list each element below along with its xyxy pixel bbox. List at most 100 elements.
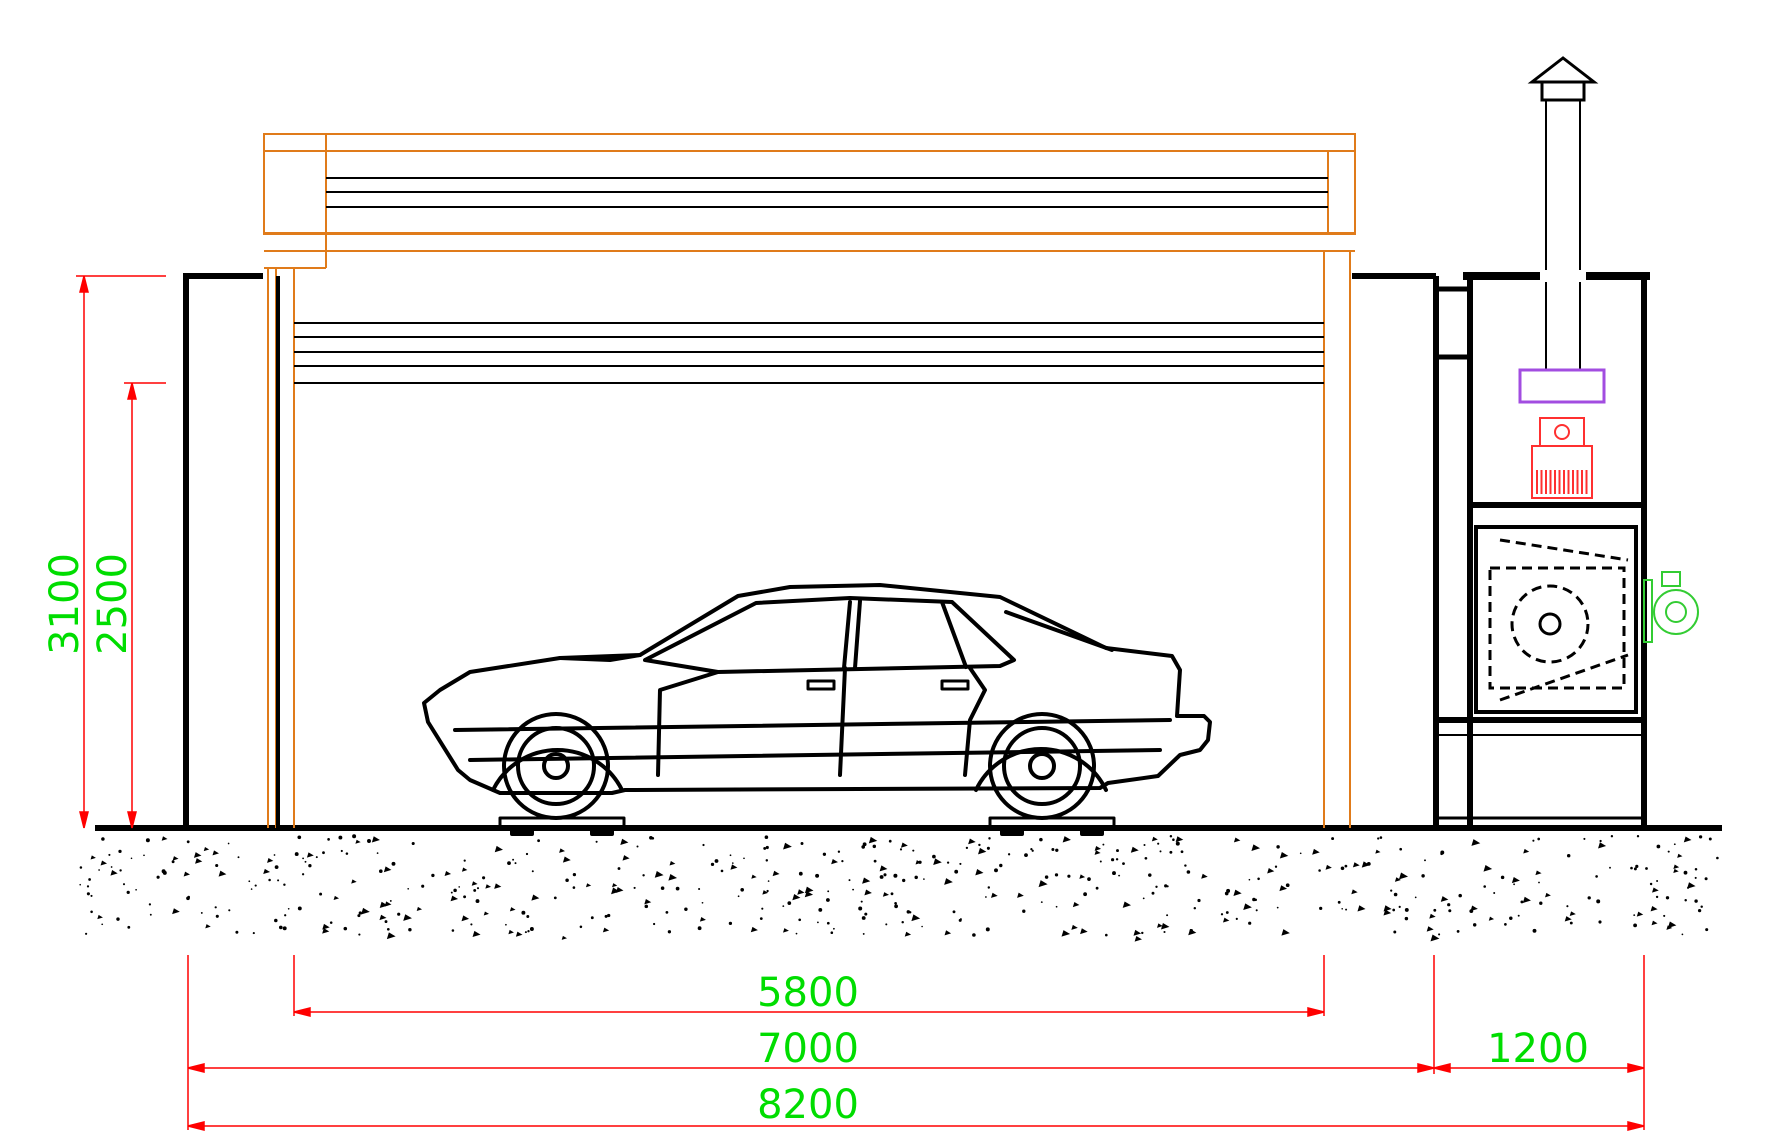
gravel-dot [894,904,898,909]
gravel-stone [644,899,652,905]
gravel-dot [553,896,557,900]
gravel-stone [1017,892,1024,898]
gravel-dot [1159,850,1162,853]
gravel-dot [702,843,705,847]
gravel-dot [268,878,271,882]
gravel-dot [1257,877,1260,881]
gravel-stone [611,887,620,895]
gravel-stone [1522,896,1531,904]
gravel-stone [762,890,769,895]
gravel-stone [804,886,814,894]
gravel-dot [1274,865,1278,868]
gravel-dot [912,849,915,852]
gravel-dot [764,835,769,839]
gravel-stone [561,935,567,940]
vertical-dimensions [76,275,166,829]
gravel-dot [763,846,767,850]
gravel-dot [376,852,379,854]
gravel-dot [411,841,415,846]
gravel-stone [730,864,738,870]
gravel-dot [1055,848,1059,852]
gravel-dot [999,863,1003,868]
gravel-dot [642,874,645,877]
gravel-stone [1151,836,1158,842]
gravel-dot [148,903,152,906]
dimension-height-total: 3100 [42,553,88,655]
gravel-stone [1222,917,1230,923]
gravel-dot [617,867,621,870]
gravel-dot [1398,905,1401,909]
gravel-dot [565,878,569,882]
gravel-dot [852,888,855,891]
fan-housing [1474,525,1638,714]
gravel-dot [1645,867,1648,870]
gravel-dot [85,932,88,935]
gravel-dot [1285,883,1290,888]
gravel-dot [861,845,866,849]
gravel-dot [322,851,325,855]
gravel-dot [1055,905,1058,908]
gravel-dot [389,899,392,902]
gravel-dot [329,921,333,924]
gravel-dot [782,905,785,907]
gravel-dot [1235,917,1238,921]
gravel-stone [461,915,470,922]
gravel-dot [1539,901,1543,905]
gravel-dot [1054,873,1059,877]
gravel-dot [1566,853,1571,858]
rolling-door [263,133,1356,828]
gravel-stone [968,838,976,845]
gravel-dot [101,923,104,926]
gravel-stone [195,858,203,864]
gravel-dot [161,869,166,874]
gravel-stone [559,848,566,853]
gravel-dot [101,837,105,841]
gravel-dot [525,852,529,856]
gravel-dot [143,854,145,857]
gravel-dot [923,878,925,880]
gravel-stone [669,861,676,866]
gravel-dot [274,865,279,869]
gravel-stone [1201,873,1208,879]
gravel-dot [1083,892,1087,897]
gravel-dot [1694,876,1697,879]
dimension-unit-width: 1200 [1487,1026,1589,1072]
gravel-dot [278,925,283,930]
gravel-stone [864,889,872,896]
gravel-dot [818,907,823,912]
gravel-stone [1650,905,1658,912]
gravel-dot [526,915,530,918]
gravel-dot [994,868,998,873]
gravel-dot [737,895,740,898]
gravel-dot [607,913,611,918]
gravel-dot [1716,856,1719,860]
gravel-dot [848,879,851,882]
gravel-dot [110,866,113,868]
exhaust-chimney [1527,56,1599,370]
gravel-dot [524,931,527,934]
gravel-dot [343,926,348,931]
gravel-dot [130,857,133,860]
gravel-stone [161,836,168,841]
gravel-dot [1656,880,1659,882]
gravel-dot [946,861,950,864]
gravel-dot [1039,837,1043,842]
gravel-dot [914,875,918,880]
gravel-stone [783,842,792,850]
gravel-dot [579,925,583,929]
gravel-dot [367,839,371,843]
gravel-dot [482,876,486,880]
gravel-dot [302,857,305,860]
gravel-stone [515,931,523,937]
gravel-dot [1665,896,1670,900]
ground [79,825,1722,942]
gravel-stone [1281,929,1290,936]
gravel-stone [751,874,757,879]
gravel-stone [1564,916,1572,922]
gravel-dot [1633,923,1638,928]
gravel-dot [572,872,577,877]
gravel-dot [1399,847,1403,851]
gravel-dot [1220,913,1224,916]
door-roll-box [263,133,1356,235]
